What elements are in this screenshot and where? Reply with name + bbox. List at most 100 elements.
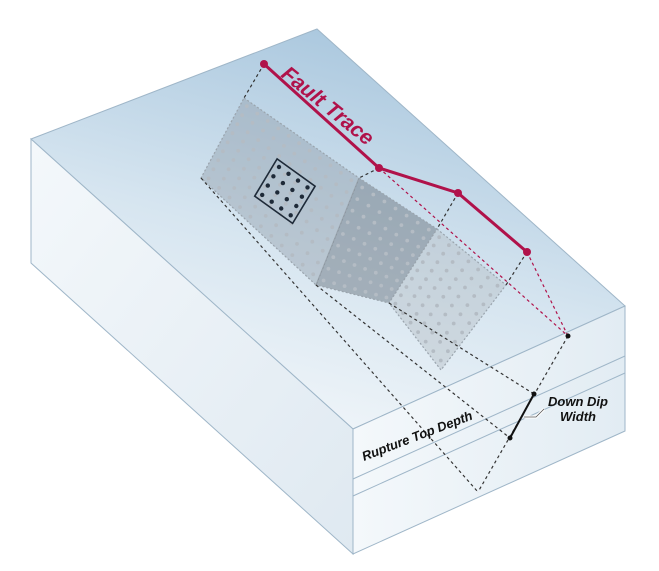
grid-node: [358, 277, 362, 281]
grid-node: [342, 284, 347, 288]
grid-node: [476, 267, 480, 272]
guide-line: [388, 302, 535, 395]
grid-node: [393, 301, 398, 306]
grid-node: [431, 243, 436, 248]
grid-node: [282, 144, 286, 148]
grid-node: [266, 146, 271, 151]
grid-node: [466, 259, 471, 264]
grid-node: [460, 268, 464, 273]
grid-node: [320, 248, 325, 253]
grid-node: [211, 167, 216, 172]
highlighted-grid-node: [260, 192, 265, 198]
grid-node: [410, 276, 414, 281]
grid-node: [253, 204, 258, 209]
grid-dots: [206, 104, 500, 363]
highlighted-cell-outline: [253, 157, 317, 225]
grid-node: [435, 303, 439, 308]
grid-node: [286, 133, 291, 138]
grid-node: [456, 251, 461, 256]
grid-node: [429, 268, 434, 273]
grid-node: [344, 190, 349, 194]
down-dip-width-line: [509, 393, 535, 439]
grid-node: [217, 186, 222, 190]
grid-node: [404, 285, 409, 289]
grid-node: [283, 202, 288, 206]
grid-node: [302, 159, 307, 164]
projection-lines: [200, 63, 569, 493]
grid-node: [456, 294, 461, 299]
grid-node: [414, 312, 419, 316]
down-dip-width-label: Width: [560, 409, 596, 424]
grid-node: [382, 199, 387, 204]
grid-node: [339, 170, 343, 175]
grid-node: [307, 148, 312, 153]
grid-node: [352, 263, 357, 267]
grid-node: [339, 201, 344, 206]
grid-node: [374, 292, 378, 297]
grid-node: [394, 256, 399, 261]
grid-node: [401, 311, 405, 315]
down-dip-width-end-dot: [531, 391, 537, 397]
grid-node: [406, 302, 411, 307]
grid-node: [432, 286, 437, 290]
grid-node: [399, 293, 403, 298]
fault-trace-line: [262, 62, 528, 254]
grid-node: [400, 247, 404, 252]
grid-node: [311, 272, 316, 277]
grid-node: [363, 267, 367, 271]
grid-node: [431, 349, 436, 353]
grid-node: [315, 228, 319, 233]
grid-node: [428, 312, 433, 317]
grid-node: [356, 225, 361, 230]
grid-node: [453, 339, 457, 344]
grid-node: [237, 176, 242, 181]
grid-node: [288, 191, 293, 196]
grid-node: [263, 214, 268, 218]
grid-node: [252, 175, 257, 180]
grid-node: [400, 270, 405, 274]
grid-node: [267, 174, 272, 179]
grid-node: [294, 210, 298, 215]
grid-node: [415, 220, 420, 225]
grid-node: [261, 128, 265, 133]
grid-node: [321, 278, 326, 283]
grid-node: [405, 261, 410, 266]
grid-node: [373, 270, 378, 275]
grid-node: [298, 170, 302, 174]
grid-node: [341, 232, 345, 236]
fault-trace-vertex: [375, 164, 383, 172]
grid-node: [384, 251, 388, 256]
grid-node: [245, 130, 250, 135]
grid-node: [446, 349, 450, 354]
grid-node: [450, 303, 454, 308]
grid-node: [265, 119, 270, 123]
grid-node: [379, 261, 383, 266]
grid-node: [225, 140, 230, 145]
grid-node: [378, 236, 383, 241]
grid-node: [351, 237, 356, 241]
grid-node: [467, 321, 472, 325]
grid-node: [394, 232, 399, 237]
projection-line: [243, 63, 265, 99]
grid-node: [292, 151, 297, 156]
highlighted-grid-node: [286, 171, 291, 176]
grid-node: [422, 321, 427, 326]
grid-node: [368, 256, 373, 261]
grid-node: [346, 248, 351, 252]
highlighted-grid-node: [305, 185, 310, 190]
grid-node: [441, 251, 446, 256]
grid-node: [424, 277, 428, 282]
grid-node: [257, 165, 261, 170]
grid-node: [331, 255, 336, 260]
grid-node: [329, 193, 334, 198]
grid-node: [377, 210, 382, 215]
grid-node: [206, 176, 211, 181]
grid-node: [305, 251, 310, 256]
grid-node: [430, 330, 435, 335]
grid-node: [404, 213, 409, 218]
grid-node: [269, 234, 274, 238]
grid-node: [230, 131, 235, 136]
grid-node: [479, 284, 483, 289]
grid-node: [438, 340, 442, 344]
grid-node: [337, 270, 341, 275]
